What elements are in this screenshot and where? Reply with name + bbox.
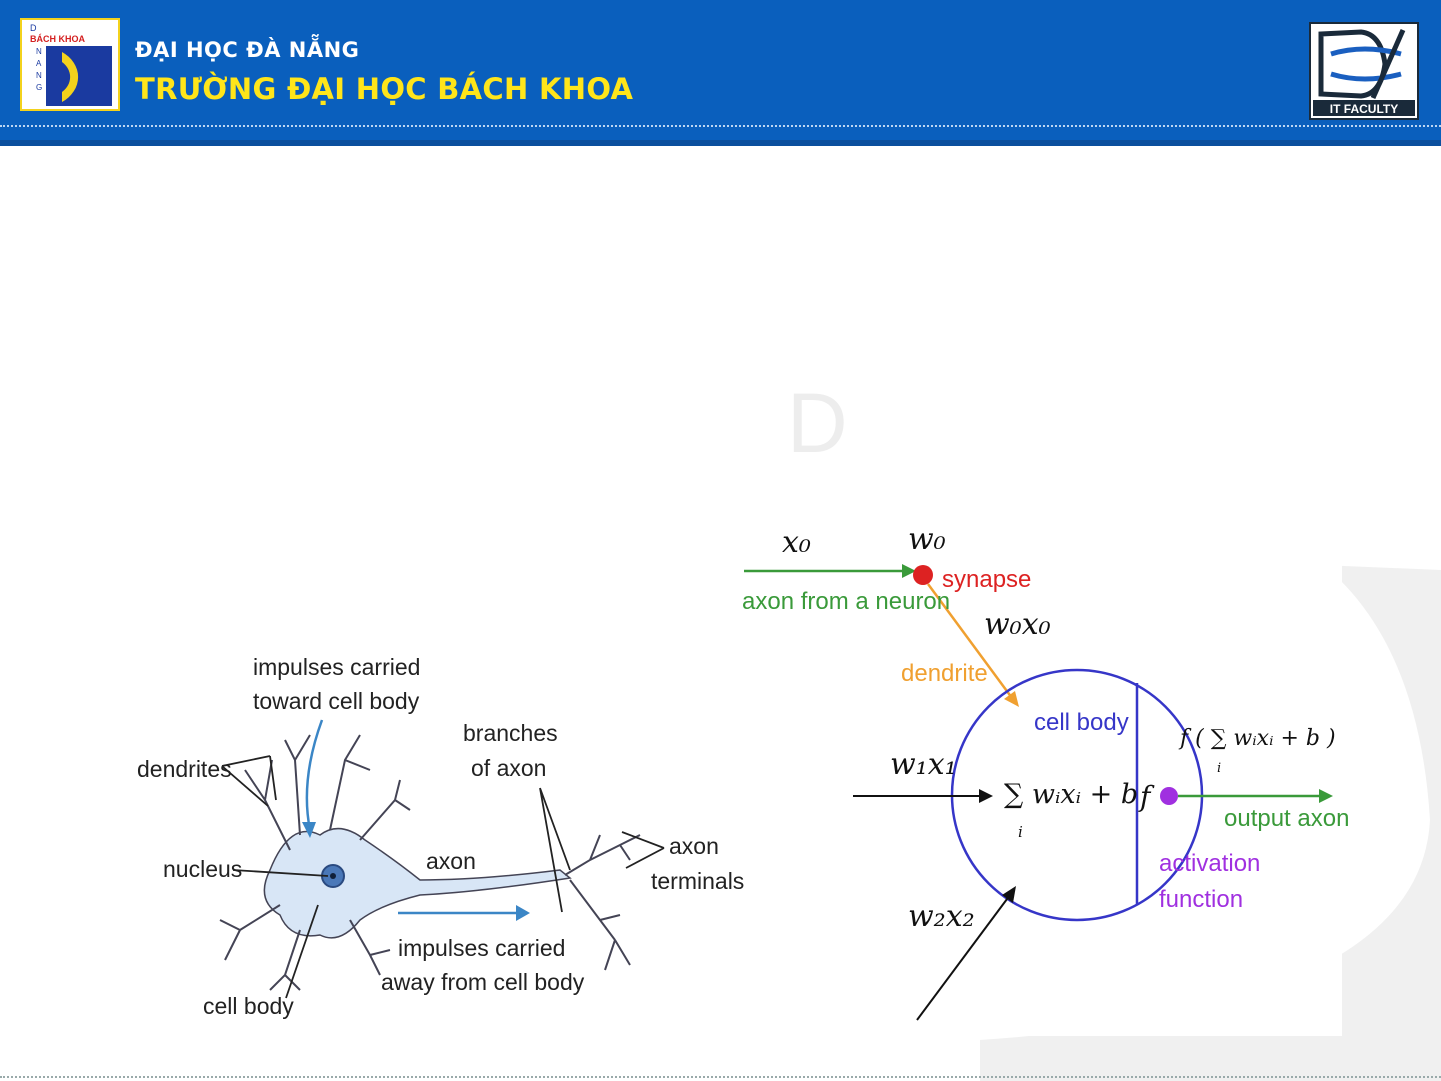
label-sum-expression: ∑ wᵢxᵢ + b bbox=[1004, 779, 1138, 810]
dendrites-callout bbox=[221, 755, 277, 807]
label-w0x0: w₀x₀ bbox=[984, 607, 1051, 642]
label-activation-2: function bbox=[1159, 886, 1243, 913]
logo-text: BÁCH KHOA bbox=[30, 34, 85, 44]
label-impulses-toward-2: toward cell body bbox=[253, 688, 420, 714]
label-branches-2: of axon bbox=[471, 755, 546, 781]
label-branches-1: branches bbox=[463, 720, 558, 746]
label-impulses-away-1: impulses carried bbox=[398, 935, 565, 961]
label-synapse: synapse bbox=[942, 566, 1031, 593]
label-w0: w₀ bbox=[908, 522, 946, 557]
axon-in-arrowhead bbox=[902, 564, 916, 578]
label-w2x2: w₂x₂ bbox=[908, 899, 975, 934]
school-name: TRƯỜNG ĐẠI HỌC BÁCH KHOA bbox=[135, 72, 634, 106]
synapse-dot bbox=[913, 565, 933, 585]
axon-terminal-branches bbox=[564, 834, 641, 971]
footer-dotted-line bbox=[0, 1076, 1441, 1078]
label-activation-1: activation bbox=[1159, 850, 1260, 877]
bach-khoa-logo: D BÁCH KHOA N A N G bbox=[20, 18, 120, 111]
cell-body-callout bbox=[285, 904, 319, 999]
label-output-expression: f ( ∑ wᵢxᵢ + b ) bbox=[1178, 726, 1336, 751]
logo-letter-a: A bbox=[36, 59, 42, 68]
dendrite-arrowhead bbox=[1004, 691, 1019, 707]
watermark-letter: D bbox=[787, 376, 848, 470]
dendrite-line bbox=[926, 583, 1014, 699]
label-dendrites: dendrites bbox=[137, 756, 232, 782]
watermark: D bbox=[787, 376, 1441, 1081]
logo-yellow-arc bbox=[62, 52, 79, 102]
logo-letter-g: G bbox=[36, 83, 42, 92]
logo-letter-n2: N bbox=[36, 71, 42, 80]
activation-dot bbox=[1160, 787, 1178, 805]
input-w2-arrowhead bbox=[1002, 886, 1016, 903]
away-arrow-head bbox=[516, 905, 530, 921]
label-impulses-toward-1: impulses carried bbox=[253, 654, 420, 680]
label-output-axon: output axon bbox=[1224, 805, 1349, 832]
header-dotted-line bbox=[0, 125, 1441, 127]
label-output-index: i bbox=[1217, 761, 1221, 776]
slide-canvas: D impulses carried toward cell body dend… bbox=[137, 376, 1441, 1081]
nucleus-callout bbox=[232, 869, 329, 877]
label-axon: axon bbox=[426, 848, 476, 874]
toward-arrow-line bbox=[305, 719, 324, 831]
input-w1-arrowhead bbox=[979, 789, 993, 803]
neuron-model-diagram: x₀ w₀ synapse axon from a neuron w₀x₀ de… bbox=[742, 522, 1349, 1021]
label-w1x1: w₁x₁ bbox=[890, 747, 957, 782]
toward-arrow-head bbox=[302, 822, 316, 838]
output-axon-arrowhead bbox=[1319, 789, 1333, 803]
label-nucleus: nucleus bbox=[163, 856, 242, 882]
label-dendrite: dendrite bbox=[901, 660, 988, 687]
nucleolus bbox=[330, 873, 336, 879]
dendrite-branches bbox=[219, 734, 411, 991]
label-axon-from-neuron: axon from a neuron bbox=[742, 588, 950, 615]
label-sum-index: i bbox=[1018, 823, 1023, 841]
label-impulses-away-2: away from cell body bbox=[381, 969, 585, 995]
logo-d-shape bbox=[1318, 29, 1388, 99]
label-x0: x₀ bbox=[782, 525, 811, 560]
it-faculty-logo: IT FACULTY bbox=[1309, 22, 1419, 120]
university-name: ĐẠI HỌC ĐÀ NẴNG bbox=[135, 38, 360, 62]
logo-letter-n: N bbox=[36, 47, 42, 56]
cell-body-shape bbox=[263, 827, 572, 939]
label-cell-body: cell body bbox=[203, 993, 294, 1019]
logo-blue-block bbox=[46, 46, 112, 106]
watermark-shape bbox=[980, 560, 1441, 1081]
terminals-callout bbox=[621, 831, 665, 869]
label-axon-terminals-2: terminals bbox=[651, 868, 744, 894]
logo-slash bbox=[1370, 28, 1406, 100]
label-axon-terminals-1: axon bbox=[669, 833, 719, 859]
branches-callout bbox=[539, 787, 571, 913]
neuron-diagram: impulses carried toward cell body dendri… bbox=[137, 654, 744, 1019]
it-faculty-label: IT FACULTY bbox=[1330, 102, 1398, 116]
label-cell-body: cell body bbox=[1034, 709, 1129, 736]
header-bar: D BÁCH KHOA N A N G ĐẠI HỌC ĐÀ NẴNG TRƯỜ… bbox=[0, 0, 1441, 146]
header-bottom-line bbox=[0, 140, 1441, 146]
logo-arrow-bottom bbox=[1330, 71, 1402, 82]
logo-letter-d: D bbox=[30, 23, 37, 33]
logo-bar bbox=[1313, 100, 1415, 116]
input-w2-line bbox=[916, 894, 1011, 1021]
model-panel bbox=[730, 500, 1342, 1036]
